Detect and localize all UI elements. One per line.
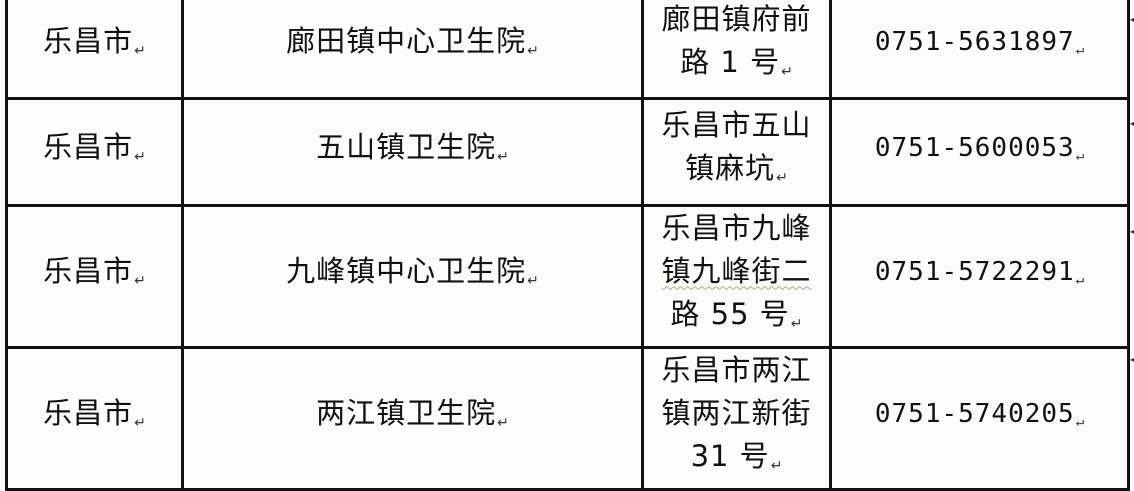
city-cell: 乐昌市↵ [5,345,184,491]
phone-text: 0751-5740205 [874,399,1075,429]
address-line: 镇麻坑 [685,150,776,185]
paragraph-mark-icon: ↵ [134,148,146,165]
table-row: 乐昌市↵ 九峰镇中心卫生院↵ 乐昌市九峰 镇九峰街二 路 55 号↵ 0751-… [5,203,1130,349]
city-cell: 乐昌市↵ [5,203,184,349]
phone-text: 0751-5631897 [874,27,1075,58]
address-line: 乐昌市五山 [661,107,812,142]
row-end-mark-icon: ◂ [1130,12,1134,26]
row-end-mark-icon: ◂ [1130,224,1134,238]
city-cell: 乐昌市↵ [5,96,184,207]
address-line: 路 55 号 [670,296,790,331]
phone-text: 0751-5722291 [874,257,1075,287]
institution-cell: 两江镇卫生院↵ [181,345,644,491]
address-line: 廊田镇府前 [661,2,812,37]
paragraph-mark-icon: ↵ [527,43,539,60]
address-line: 乐昌市九峰 [661,210,812,245]
institution-cell: 九峰镇中心卫生院↵ [181,203,644,349]
institution-cell: 五山镇卫生院↵ [181,96,644,207]
address-line-spellcheck: 镇九峰街二 [661,253,812,288]
paragraph-mark-icon: ↵ [1075,42,1085,59]
paragraph-mark-icon: ↵ [781,64,793,81]
paragraph-mark-icon: ↵ [776,169,788,186]
institution-text: 廊田镇中心卫生院 [286,24,527,59]
address-line: 31 号 [690,438,770,473]
phone-cell: 0751-5631897↵ [829,0,1130,100]
phone-text: 0751-5600053 [874,132,1075,163]
address-cell: 乐昌市两江 镇两江新街 31 号↵ [641,345,832,491]
city-text: 乐昌市 [43,129,134,164]
table-row: 乐昌市↵ 廊田镇中心卫生院↵ 廊田镇府前 路 1 号↵ 0751-5631897… [5,0,1130,100]
paragraph-mark-icon: ↵ [1075,272,1085,288]
address-line-wrap: 路 55 号↵ [644,293,829,346]
institution-text: 两江镇卫生院 [316,396,497,430]
paragraph-mark-icon: ↵ [770,457,783,474]
paragraph-mark-icon: ↵ [134,415,146,431]
paragraph-mark-icon: ↵ [497,415,509,431]
row-end-mark-icon: ◂ [1130,116,1134,130]
address-cell: 乐昌市五山 镇麻坑↵ [641,96,832,207]
table-row: 乐昌市↵ 五山镇卫生院↵ 乐昌市五山 镇麻坑↵ 0751-5600053↵ [5,96,1130,207]
table-row: 乐昌市↵ 两江镇卫生院↵ 乐昌市两江 镇两江新街 31 号↵ 0751-5740… [5,345,1130,491]
institution-text: 九峰镇中心卫生院 [286,254,527,288]
city-text: 乐昌市 [43,254,134,288]
institution-cell: 廊田镇中心卫生院↵ [181,0,644,100]
address-line: 路 1 号 [680,45,781,80]
phone-cell: 0751-5722291↵ [829,203,1130,349]
paragraph-mark-icon: ↵ [497,148,509,165]
paragraph-mark-icon: ↵ [527,273,539,289]
paragraph-mark-icon: ↵ [134,273,146,289]
city-text: 乐昌市 [43,396,134,430]
row-end-mark-icon: ◂ [1130,352,1134,366]
address-line: 镇两江新街 [661,395,812,430]
paragraph-mark-icon: ↵ [1075,147,1085,164]
paragraph-mark-icon: ↵ [1075,414,1085,430]
address-line-wrap: 31 号↵ [644,435,829,488]
address-line-wrap: 路 1 号↵ [644,41,829,94]
institution-text: 五山镇卫生院 [316,129,497,164]
phone-cell: 0751-5740205↵ [829,345,1130,491]
address-line: 乐昌市两江 [661,352,812,387]
address-cell: 廊田镇府前 路 1 号↵ [641,0,832,100]
address-cell: 乐昌市九峰 镇九峰街二 路 55 号↵ [641,203,832,349]
paragraph-mark-icon: ↵ [134,43,146,60]
clinic-directory-table: 乐昌市↵ 廊田镇中心卫生院↵ 廊田镇府前 路 1 号↵ 0751-5631897… [5,0,1130,491]
address-line-wrap: 镇麻坑↵ [644,147,829,200]
phone-cell: 0751-5600053↵ [829,96,1130,207]
city-text: 乐昌市 [43,24,134,59]
city-cell: 乐昌市↵ [5,0,184,100]
paragraph-mark-icon: ↵ [790,315,803,332]
